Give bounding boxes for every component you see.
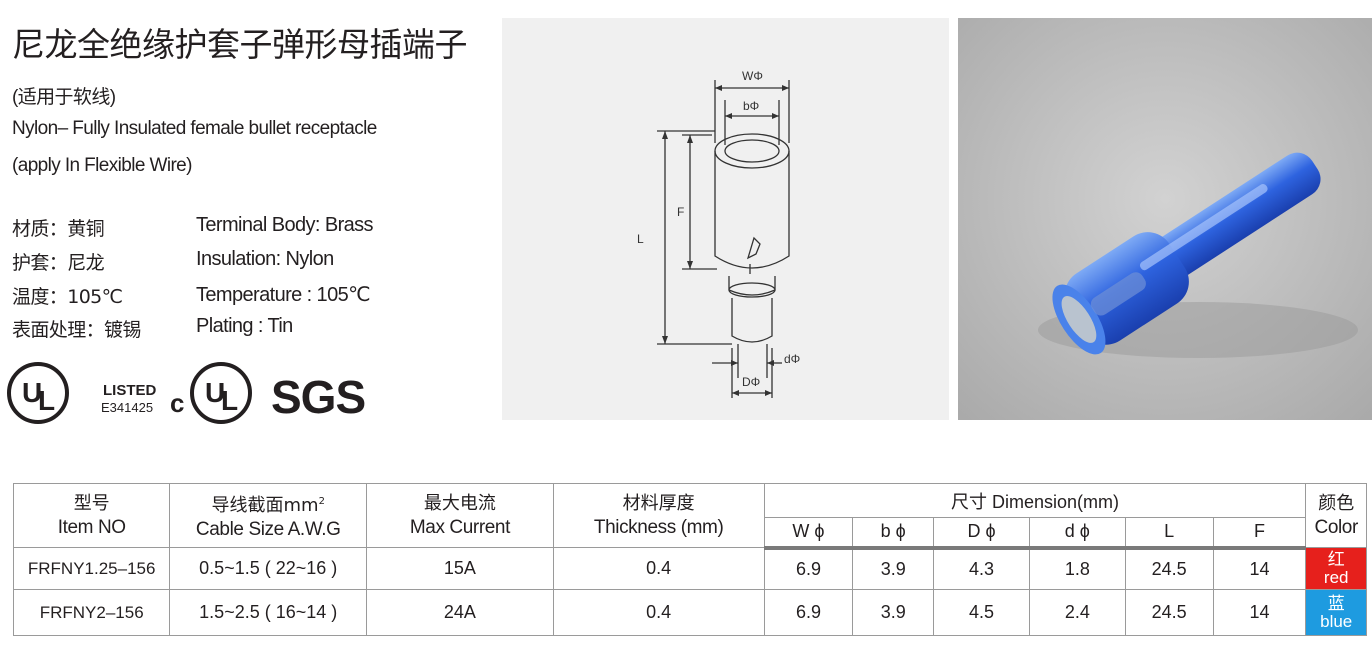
cell-color-en: blue <box>1320 611 1353 631</box>
product-photo <box>958 18 1372 420</box>
spec-insulation-cn: 护套：尼龙 <box>12 252 105 274</box>
spec-plating-en: Plating : Tin <box>196 315 293 337</box>
header-D: D ϕ <box>933 517 1030 550</box>
cell-d: 2.4 <box>1028 589 1126 636</box>
cell-D: 4.3 <box>933 547 1030 590</box>
header-max-current: 最大电流 Max Current <box>366 483 554 548</box>
cell-w: 6.9 <box>763 547 854 590</box>
header-d: d ϕ <box>1028 517 1126 550</box>
header-thickness: 材料厚度 Thickness (mm) <box>552 483 765 548</box>
header-color-en: Color <box>1314 516 1359 538</box>
cell-item: FRFNY1.25–156 <box>12 547 171 590</box>
technical-drawing: WΦ bΦ F L dΦ DΦ <box>502 18 949 420</box>
header-item-en: Item NO <box>57 516 126 538</box>
header-cable-cn-text: 导线截面mm <box>211 494 319 516</box>
header-b: b ϕ <box>852 517 935 550</box>
subtitle-en-1: Nylon– Fully Insulated female bullet rec… <box>12 118 377 139</box>
header-color-cn: 颜色 <box>1318 492 1355 514</box>
spec-plating-cn: 表面处理：镀锡 <box>12 319 141 341</box>
header-thick-en: Thickness (mm) <box>593 516 724 538</box>
label-w: WΦ <box>742 69 763 83</box>
sgs-logo: SGS <box>271 371 365 423</box>
product-title: 尼龙全绝缘护套子弹形母插端子 <box>12 25 468 64</box>
cul-logo-icon: U L <box>190 362 252 424</box>
label-d-small: dΦ <box>784 352 800 366</box>
header-cable-cn: 导线截面mm2 <box>171 490 366 518</box>
cell-b: 3.9 <box>852 589 935 636</box>
cell-F: 14 <box>1212 589 1307 636</box>
label-l: L <box>637 232 644 246</box>
cell-color-en: red <box>1323 567 1349 587</box>
cell-cable: 0.5~1.5 ( 22~16 ) <box>169 547 368 590</box>
cell-L: 24.5 <box>1124 547 1214 590</box>
cell-w: 6.9 <box>763 589 854 636</box>
cell-D: 4.5 <box>933 589 1030 636</box>
header-F: F <box>1212 517 1307 550</box>
certification-logos: U L LISTED E341425 c U L SGS <box>7 362 365 424</box>
svg-text:L: L <box>221 385 238 416</box>
header-item-cn: 型号 <box>73 492 110 514</box>
cell-L: 24.5 <box>1124 589 1214 636</box>
cell-color-cn: 蓝 <box>1327 593 1345 613</box>
spec-insulation-en: Insulation: Nylon <box>196 248 334 270</box>
listed-text: LISTED <box>103 382 157 399</box>
header-item-no: 型号 Item NO <box>12 483 171 548</box>
cell-thickness: 0.4 <box>552 547 765 590</box>
header-thick-cn: 材料厚度 <box>622 492 695 514</box>
cell-item: FRFNY2–156 <box>12 589 171 636</box>
cell-color-swatch: 蓝 blue <box>1305 589 1367 636</box>
header-cable-size: 导线截面mm2 Cable Size A.W.G <box>169 483 368 548</box>
header-w: W ϕ <box>763 517 854 550</box>
header-dimension: 尺寸 Dimension(mm) <box>763 483 1307 518</box>
cell-current: 15A <box>366 547 554 590</box>
svg-text:U: U <box>205 377 225 408</box>
cell-thickness: 0.4 <box>552 589 765 636</box>
cell-color-swatch: 红 red <box>1305 547 1367 590</box>
table-header-row-1: 型号 Item NO 导线截面mm2 Cable Size A.W.G 最大电流… <box>12 483 1367 548</box>
spec-temperature-en: Temperature : 105℃ <box>196 284 371 306</box>
label-b: bΦ <box>743 99 759 113</box>
spec-material-cn: 材质：黄铜 <box>12 218 105 240</box>
svg-text:L: L <box>38 385 55 416</box>
cell-F: 14 <box>1212 547 1307 590</box>
cell-d: 1.8 <box>1028 547 1126 590</box>
header-color: 颜色 Color <box>1305 483 1367 548</box>
spec-temperature-cn: 温度：105℃ <box>12 286 123 308</box>
ul-logo-icon: U L <box>7 362 69 424</box>
subtitle-en-2: (apply In Flexible Wire) <box>12 155 192 176</box>
header-cable-en: Cable Size A.W.G <box>195 518 341 540</box>
cell-color-cn: 红 <box>1327 549 1345 569</box>
cell-cable: 1.5~2.5 ( 16~14 ) <box>169 589 368 636</box>
table-row: FRFNY1.25–156 0.5~1.5 ( 22~16 ) 15A 0.4 … <box>12 547 1367 590</box>
label-d-big: DΦ <box>742 375 760 389</box>
table-header-row-2: W ϕ b ϕ D ϕ d ϕ L F <box>14 517 1367 550</box>
cell-b: 3.9 <box>852 547 935 590</box>
table-row: FRFNY2–156 1.5~2.5 ( 16~14 ) 24A 0.4 6.9… <box>12 589 1367 636</box>
subtitle-cn: (适用于软线) <box>12 87 116 108</box>
product-photo-svg <box>958 18 1372 420</box>
header-L: L <box>1124 517 1214 550</box>
svg-text:U: U <box>22 377 42 408</box>
header-current-cn: 最大电流 <box>423 492 496 514</box>
terminal-drawing-svg: WΦ bΦ F L dΦ DΦ <box>637 69 800 398</box>
file-number: E341425 <box>101 400 153 415</box>
label-f: F <box>677 205 684 219</box>
header-cable-sup: 2 <box>318 495 325 507</box>
c-prefix: c <box>170 388 184 418</box>
header-current-en: Max Current <box>409 516 511 538</box>
spec-material-en: Terminal Body: Brass <box>196 214 374 236</box>
spec-table: 型号 Item NO 导线截面mm2 Cable Size A.W.G 最大电流… <box>12 483 1367 636</box>
cell-current: 24A <box>366 589 554 636</box>
